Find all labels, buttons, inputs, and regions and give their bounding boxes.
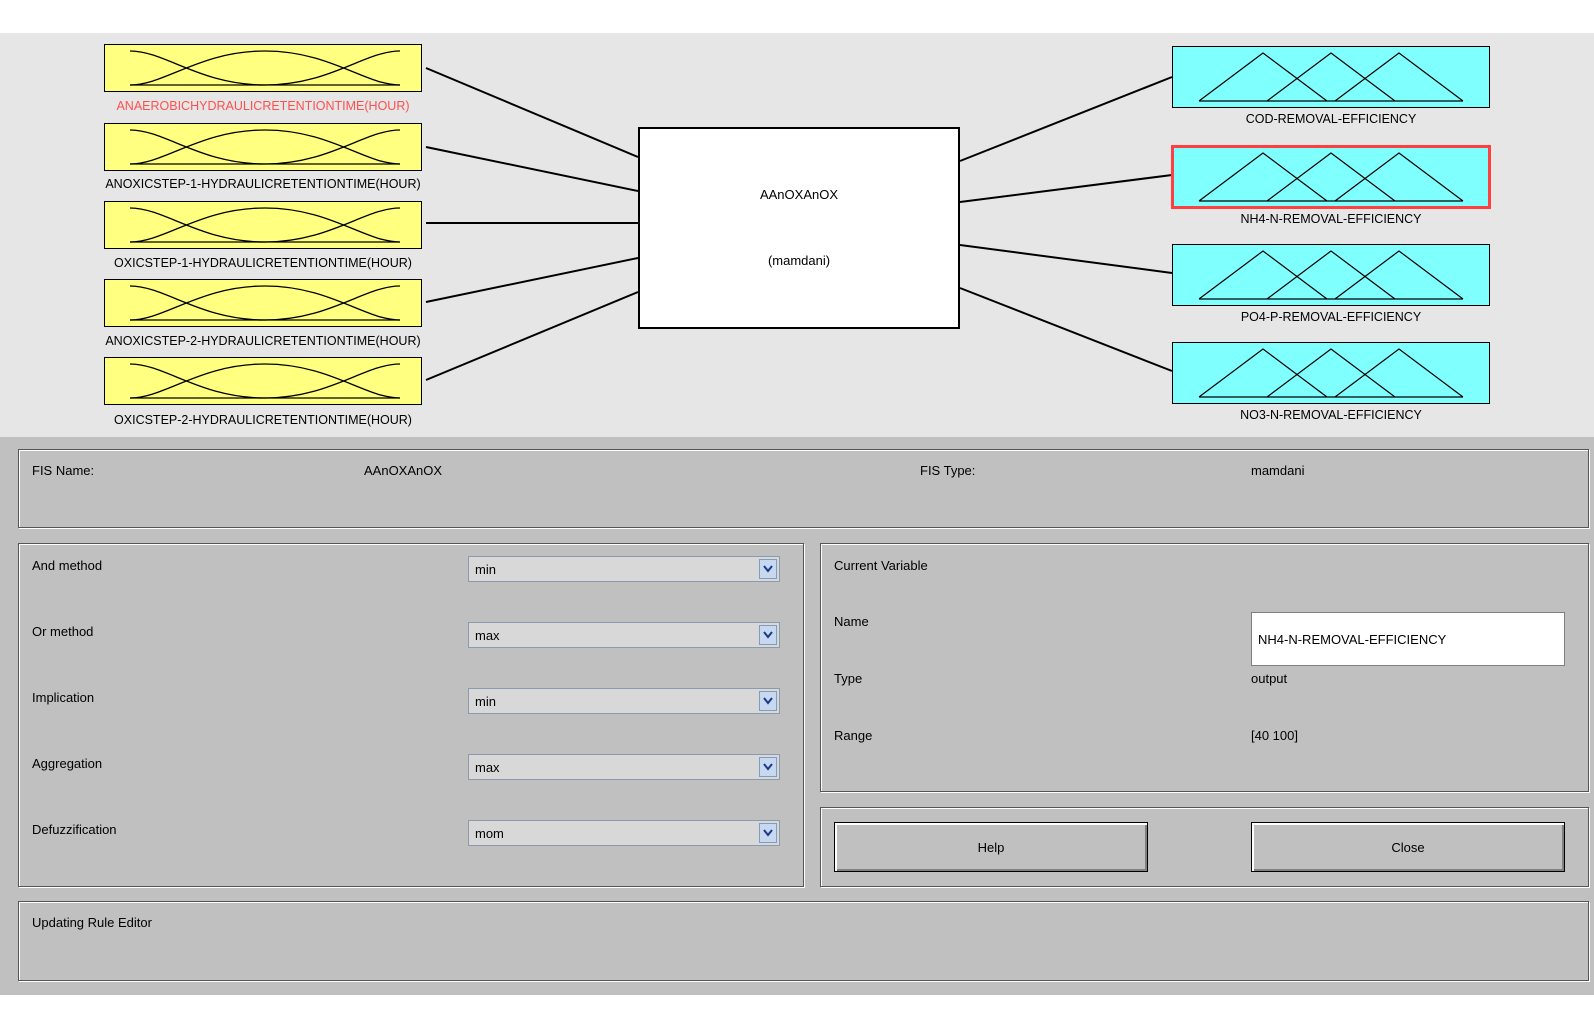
current-variable-title: Current Variable bbox=[834, 558, 928, 573]
chevron-down-icon[interactable] bbox=[759, 625, 777, 645]
range-value: [40 100] bbox=[1251, 728, 1298, 743]
fis-type-value: mamdani bbox=[1251, 463, 1305, 478]
input-variable-5[interactable] bbox=[104, 357, 422, 405]
input-variable-2[interactable] bbox=[104, 123, 422, 171]
control-panel bbox=[0, 437, 1594, 995]
input-label-5[interactable]: OXICSTEP-2-HYDRAULICRETENTIONTIME(HOUR) bbox=[114, 413, 412, 427]
defuzzification-label: Defuzzification bbox=[32, 822, 117, 837]
output-label-2[interactable]: NH4-N-REMOVAL-EFFICIENCY bbox=[1240, 212, 1422, 226]
type-label: Type bbox=[834, 671, 863, 686]
input-variable-3[interactable] bbox=[104, 201, 422, 249]
gaussian-mf-icon bbox=[129, 50, 401, 86]
chevron-down-icon[interactable] bbox=[759, 757, 777, 777]
name-label: Name bbox=[834, 614, 869, 629]
chevron-down-icon[interactable] bbox=[759, 823, 777, 843]
help-button[interactable]: Help bbox=[834, 822, 1148, 872]
or-method-dropdown[interactable]: max bbox=[468, 622, 780, 648]
output-label-3[interactable]: PO4-P-REMOVAL-EFFICIENCY bbox=[1240, 310, 1422, 324]
gaussian-mf-icon bbox=[129, 207, 401, 243]
input-variable-1[interactable] bbox=[104, 44, 422, 92]
fis-info-frame bbox=[18, 449, 1589, 528]
gaussian-mf-icon bbox=[129, 285, 401, 321]
input-label-1[interactable]: ANAEROBICHYDRAULICRETENTIONTIME(HOUR) bbox=[116, 99, 410, 113]
input-label-4[interactable]: ANOXICSTEP-2-HYDRAULICRETENTIONTIME(HOUR… bbox=[105, 334, 421, 348]
output-label-4[interactable]: NO3-N-REMOVAL-EFFICIENCY bbox=[1240, 408, 1422, 422]
fis-diagram: ANAEROBICHYDRAULICRETENTIONTIME(HOUR) AN… bbox=[0, 33, 1594, 437]
triangular-mf-icon bbox=[1198, 52, 1464, 102]
methods-frame bbox=[18, 543, 804, 887]
output-variable-2[interactable] bbox=[1171, 145, 1491, 209]
implication-dropdown[interactable]: min bbox=[468, 688, 780, 714]
close-button[interactable]: Close bbox=[1251, 822, 1565, 872]
type-value: output bbox=[1251, 671, 1288, 686]
implication-label: Implication bbox=[32, 690, 95, 705]
output-label-1[interactable]: COD-REMOVAL-EFFICIENCY bbox=[1245, 112, 1417, 126]
and-method-label: And method bbox=[32, 558, 103, 573]
variable-name-input[interactable] bbox=[1251, 612, 1565, 666]
fis-system-block[interactable]: AAnOXAnOX (mamdani) bbox=[638, 127, 960, 329]
input-variable-4[interactable] bbox=[104, 279, 422, 327]
or-method-value: max bbox=[475, 628, 500, 643]
triangular-mf-icon bbox=[1198, 250, 1464, 300]
connection-lines bbox=[425, 67, 1173, 381]
fis-system-type: (mamdani) bbox=[767, 253, 831, 268]
and-method-value: min bbox=[475, 562, 496, 577]
triangular-mf-icon bbox=[1198, 152, 1464, 202]
input-label-3[interactable]: OXICSTEP-1-HYDRAULICRETENTIONTIME(HOUR) bbox=[114, 256, 412, 270]
gaussian-mf-icon bbox=[129, 129, 401, 165]
gaussian-mf-icon bbox=[129, 363, 401, 399]
buttons-frame bbox=[820, 807, 1589, 887]
or-method-label: Or method bbox=[32, 624, 94, 639]
fis-name-value: AAnOXAnOX bbox=[364, 463, 443, 478]
status-frame bbox=[18, 901, 1589, 981]
defuzzification-dropdown[interactable]: mom bbox=[468, 820, 780, 846]
input-label-2[interactable]: ANOXICSTEP-1-HYDRAULICRETENTIONTIME(HOUR… bbox=[105, 177, 421, 191]
triangular-mf-icon bbox=[1198, 348, 1464, 398]
chevron-down-icon[interactable] bbox=[759, 559, 777, 579]
and-method-dropdown[interactable]: min bbox=[468, 556, 780, 582]
fis-name-label: FIS Name: bbox=[32, 463, 95, 478]
aggregation-value: max bbox=[475, 760, 500, 775]
current-variable-frame bbox=[820, 543, 1589, 792]
fis-system-name: AAnOXAnOX bbox=[759, 187, 839, 202]
chevron-down-icon[interactable] bbox=[759, 691, 777, 711]
output-variable-3[interactable] bbox=[1172, 244, 1490, 306]
status-message: Updating Rule Editor bbox=[32, 915, 152, 930]
range-label: Range bbox=[834, 728, 873, 743]
aggregation-label: Aggregation bbox=[32, 756, 103, 771]
defuzzification-value: mom bbox=[475, 826, 504, 841]
fis-type-label: FIS Type: bbox=[920, 463, 976, 478]
output-variable-1[interactable] bbox=[1172, 46, 1490, 108]
implication-value: min bbox=[475, 694, 496, 709]
output-variable-4[interactable] bbox=[1172, 342, 1490, 404]
aggregation-dropdown[interactable]: max bbox=[468, 754, 780, 780]
